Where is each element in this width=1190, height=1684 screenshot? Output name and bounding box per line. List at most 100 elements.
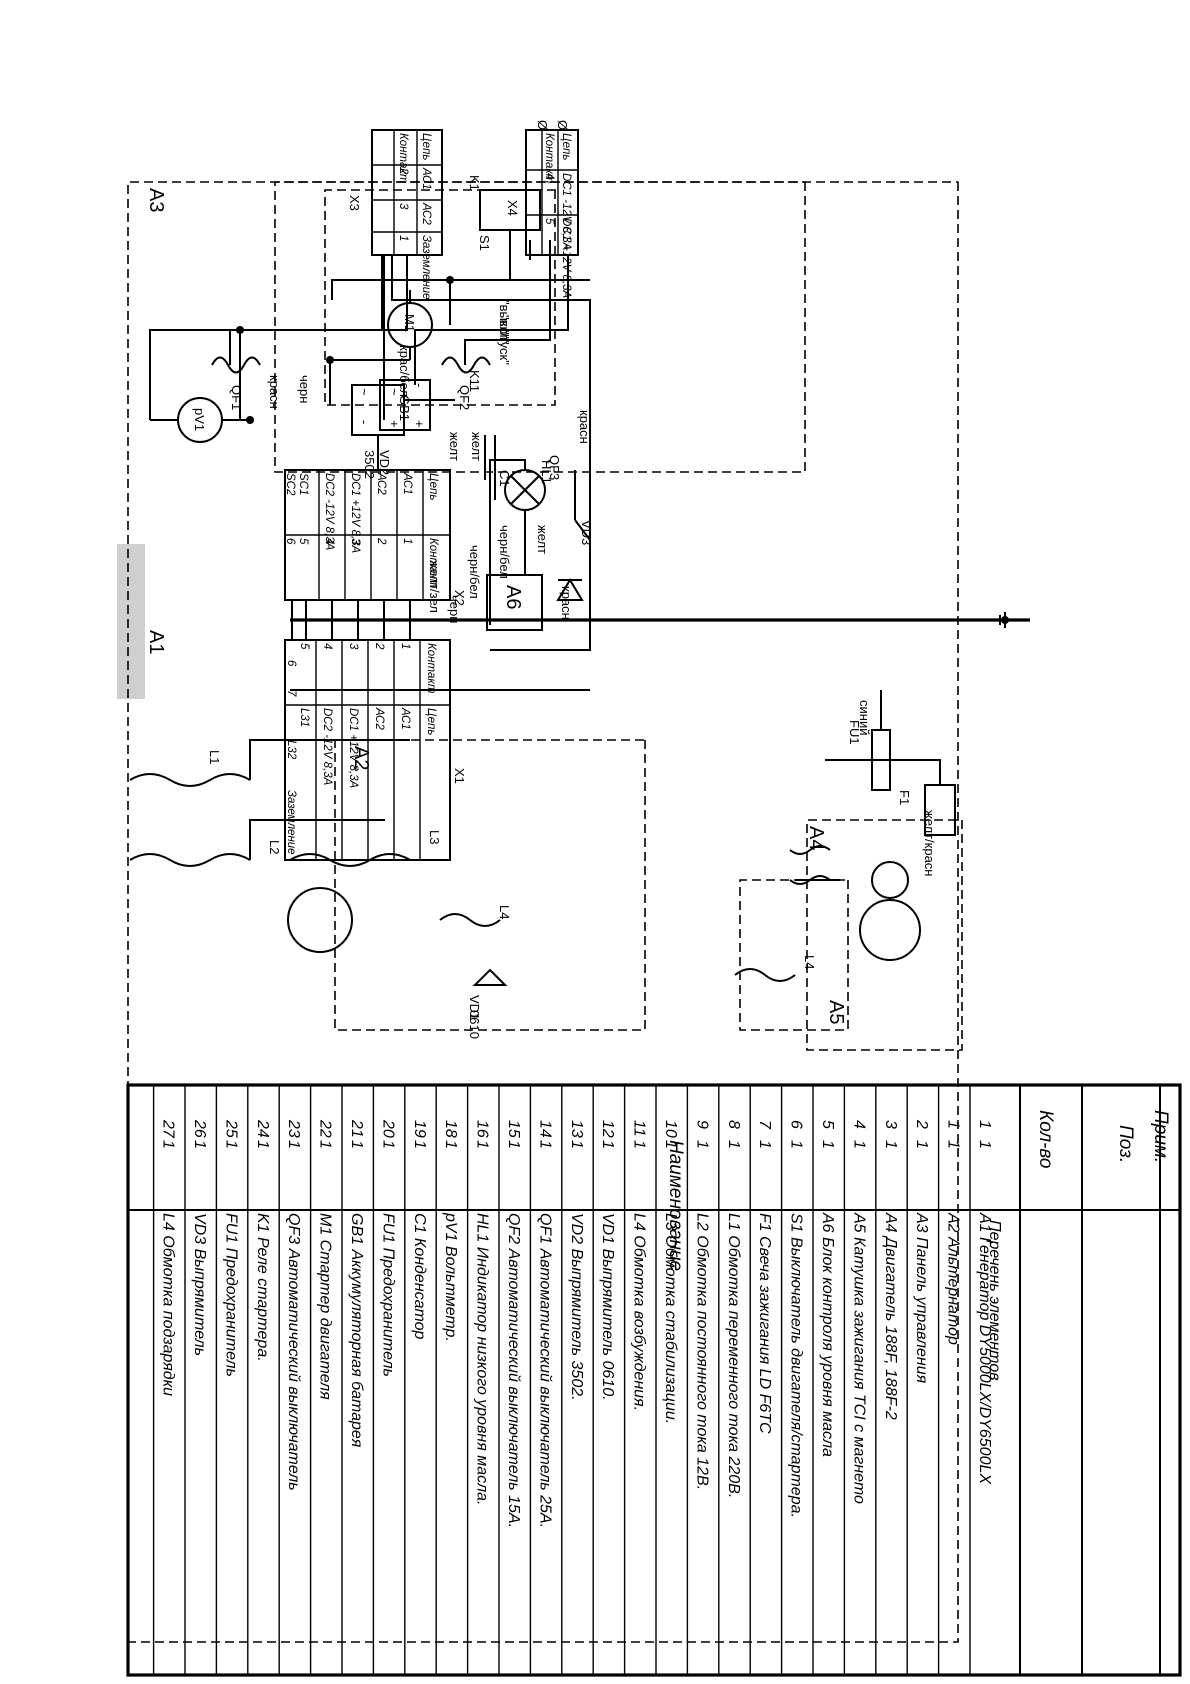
table-cell-name: C1 Конденсатор xyxy=(411,1213,428,1340)
table-cell-pos: 20 xyxy=(379,1119,396,1138)
header-note: Прим. xyxy=(1150,1110,1171,1163)
wire-red-label: красн xyxy=(267,375,282,409)
x1-ref: X1 xyxy=(452,768,467,784)
header-pos: Поз. xyxy=(1115,1125,1136,1163)
svg-text:L2: L2 xyxy=(267,840,282,854)
svg-text:S1: S1 xyxy=(477,235,492,251)
table-cell-name: L4 Обмотка возбуждения. xyxy=(631,1213,648,1411)
table-cell-pos: 14 xyxy=(536,1120,553,1138)
x4-circuit-header: Цепь xyxy=(560,133,572,160)
svg-text:L1: L1 xyxy=(207,750,222,764)
x4-ref: X4 xyxy=(505,200,520,216)
table-cell-name: GB1 Аккумуляторная батарея xyxy=(348,1213,365,1448)
x2-circuit-3: DC1 +12V 8,3A xyxy=(349,473,361,554)
table-cell-name: VD1 Выпрямитель 0610. xyxy=(599,1213,616,1401)
svg-text:желт/красн: желт/красн xyxy=(922,810,937,876)
svg-text:желт: желт xyxy=(535,525,550,554)
voltmeter-pv1: pV1 xyxy=(150,397,250,443)
x3-contact-1: 2 xyxy=(397,167,409,175)
engine-a4-a5: L4 xyxy=(734,845,921,982)
svg-text:красн: красн xyxy=(559,586,574,620)
table-cell-qty: 1 xyxy=(945,1140,962,1149)
table-cell-qty: 1 xyxy=(285,1140,302,1149)
table-cell-qty: 1 xyxy=(756,1140,773,1149)
table-cell-pos: 12 xyxy=(599,1120,616,1138)
svg-text:QF2: QF2 xyxy=(457,385,472,410)
table-cell-qty: 1 xyxy=(505,1140,522,1149)
table-cell-qty: 1 xyxy=(191,1140,208,1149)
x3-circuit-2: АС2 xyxy=(420,202,432,225)
x4-contact-1: 4 xyxy=(543,173,555,179)
table-cell-name: VD3 Выпрямитель xyxy=(191,1213,208,1356)
connector-x4: Цепь Контакт DC1 -12V 8,3A 4 DC1 +12V 8,… xyxy=(505,120,579,299)
block-a3-border xyxy=(274,181,806,473)
svg-text:черн/бел: черн/бел xyxy=(467,545,482,599)
x2-circuit-2: АС2 xyxy=(375,472,387,495)
table-cell-pos: 6 xyxy=(788,1120,805,1129)
x2-contact-1: 1 xyxy=(401,538,413,544)
table-cell-pos: 8 xyxy=(725,1120,742,1129)
x1-circuit-5: L31 xyxy=(298,708,310,727)
table-cell-name: M1 Стартер двигателя xyxy=(317,1213,334,1400)
x2-contact-5: 5 xyxy=(297,538,309,545)
svg-text:F1: F1 xyxy=(897,790,912,805)
x4-circuit-1: DC1 -12V 8,3A xyxy=(560,173,572,251)
x1-contact-2: 2 xyxy=(373,642,385,650)
header-qty: Кол-во xyxy=(1035,1110,1056,1168)
x4-contact-header: Контакт xyxy=(543,133,555,184)
svg-text:QF1: QF1 xyxy=(229,385,244,410)
table-cell-name: L1 Обмотка переменного тока 220В. xyxy=(725,1213,742,1498)
table-cell-pos: 26 xyxy=(191,1119,208,1138)
starter-relay-k1: K1 K11 xyxy=(467,175,541,392)
x4-contact-2: 5 xyxy=(543,218,555,225)
svg-text:GB1: GB1 xyxy=(397,395,412,421)
x2-circuit-4: DC2 -12V 8,3A xyxy=(323,473,335,551)
a3-wiring xyxy=(149,255,591,575)
x1-contact-4: 4 xyxy=(321,643,333,649)
block-a4-border xyxy=(806,819,963,1051)
table-cell-pos: 27 xyxy=(160,1119,177,1139)
wire-yellow-label: желт xyxy=(469,432,484,461)
svg-text:K1: K1 xyxy=(467,175,482,191)
table-cell-name: L2 Обмотка постоянного тока 12В. xyxy=(693,1213,710,1490)
table-cell-pos: 3 xyxy=(882,1120,899,1129)
svg-text:"выкл": "выкл" xyxy=(497,300,512,339)
table-cell-pos: 5 xyxy=(819,1120,836,1129)
table-cell-qty: 1 xyxy=(662,1140,679,1149)
table-cell-qty: 1 xyxy=(379,1140,396,1149)
start-wiring xyxy=(326,230,590,405)
x3-circuit-1: АС1 xyxy=(420,167,432,190)
table-cell-pos: 24 xyxy=(254,1119,271,1138)
capacitor-c1: C1 xyxy=(484,435,512,500)
battery-gb1: GB1 -+ xyxy=(379,379,431,431)
table-cell-pos: 21 xyxy=(348,1119,365,1138)
svg-text:FU1: FU1 xyxy=(847,720,862,745)
table-cell-name: А1 Генератор DY5000LX/DY6500LX xyxy=(976,1212,993,1485)
header-name: Наименование xyxy=(665,1140,686,1271)
a3-label: А3 xyxy=(145,188,167,212)
x1-contact-1: 1 xyxy=(399,643,411,649)
svg-text:VD3: VD3 xyxy=(579,520,594,545)
wire-yellow2-label: желт xyxy=(447,432,462,461)
a5-label: А5 xyxy=(825,1000,847,1024)
svg-text:крас/бел: крас/бел xyxy=(397,345,412,397)
table-cell-qty: 1 xyxy=(850,1140,867,1149)
starter-motor-m1: M1 крас/бел xyxy=(387,290,433,397)
table-cell-pos: 13 xyxy=(568,1120,585,1138)
table-cell-pos: 4 xyxy=(850,1120,867,1129)
table-cell-pos: 9 xyxy=(693,1120,710,1129)
table-cell-qty: 1 xyxy=(913,1140,930,1149)
block-a2-border xyxy=(334,739,646,1031)
table-cell-name: FU1 Предохранитель xyxy=(379,1213,396,1377)
x3-circuit-3: Заземление xyxy=(420,235,432,300)
svg-text:QF3: QF3 xyxy=(547,455,562,480)
table-cell-name: L3 Обмотка стабилизации. xyxy=(662,1213,679,1424)
x2-contact-6: 6 xyxy=(284,538,296,545)
wire-black-label: черн xyxy=(297,375,312,403)
table-cell-qty: 1 xyxy=(631,1140,648,1149)
x1-contact-7: 7 xyxy=(285,690,297,697)
table-cell-qty: 1 xyxy=(599,1140,616,1149)
